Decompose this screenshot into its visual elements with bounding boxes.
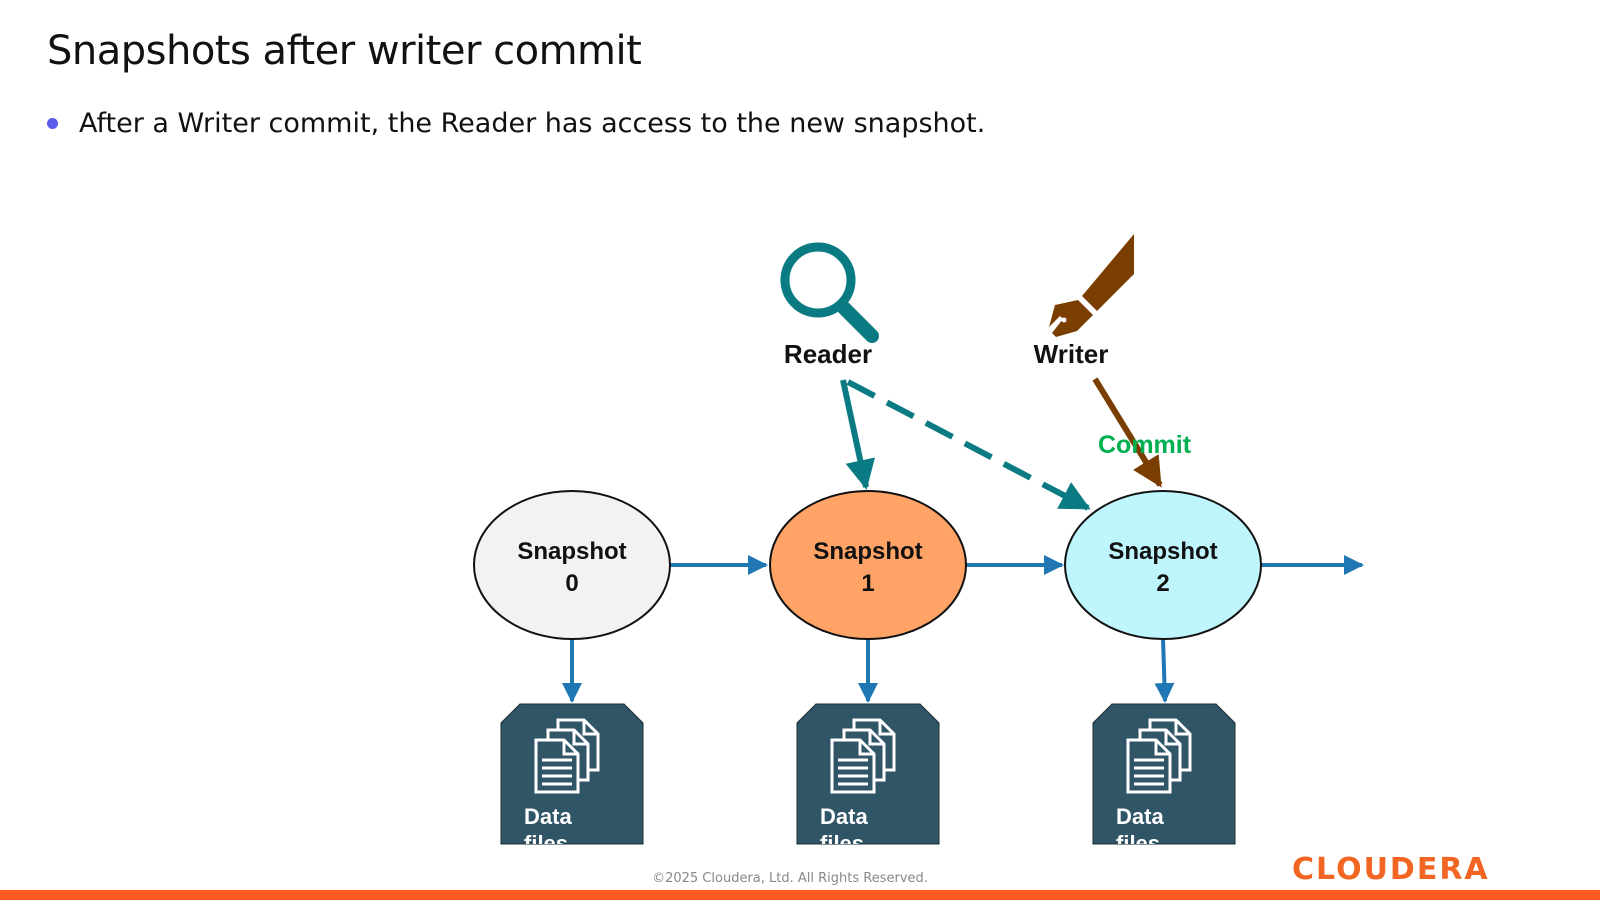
data-files-2-label-2: files — [1116, 831, 1160, 856]
snapshot-2-number: 2 — [1156, 570, 1169, 597]
writer-commit-arrow — [1092, 377, 1163, 488]
snapshot-1: Snapshot 1 — [769, 490, 967, 640]
data-files-2-label: Data — [1116, 804, 1164, 829]
magnifier-icon — [780, 242, 879, 343]
accent-bar — [0, 890, 1600, 900]
commit-label: Commit — [1098, 431, 1192, 459]
data-files-1: Data — [796, 703, 940, 845]
slide-title: Snapshots after writer commit — [47, 28, 642, 74]
bullet-text: After a Writer commit, the Reader has ac… — [79, 108, 986, 139]
data-files-0-label: Data — [524, 804, 572, 829]
snapshot-0-number: 0 — [565, 570, 578, 597]
fountain-pen-icon — [1049, 234, 1134, 337]
data-files-2: Data — [1092, 703, 1236, 845]
snapshot-2: Snapshot 2 — [1064, 490, 1262, 640]
data-files-0: Data — [500, 703, 644, 845]
data-files-1-label-2: files — [820, 831, 864, 856]
data-files-0-label-2: files — [524, 831, 568, 856]
reader-arrow-snapshot-1 — [840, 379, 875, 490]
snapshot-0: Snapshot 0 — [473, 490, 671, 640]
copyright-footer: ©2025 Cloudera, Ltd. All Rights Reserved… — [652, 871, 928, 886]
reader-label: Reader — [784, 339, 872, 369]
bullet-dot-icon — [47, 118, 58, 129]
snapshot-1-label: Snapshot — [813, 538, 922, 565]
snapshot-2-label: Snapshot — [1108, 538, 1217, 565]
snapshot-0-label: Snapshot — [517, 538, 626, 565]
files-arrow-2 — [1154, 637, 1175, 703]
snapshot-1-number: 1 — [861, 570, 874, 597]
bullet-item: After a Writer commit, the Reader has ac… — [47, 108, 985, 139]
reader-dashed-arrow-snapshot-2 — [846, 379, 1091, 511]
cloudera-logo: CLOUDERA — [1292, 852, 1490, 887]
data-files-1-label: Data — [820, 804, 868, 829]
writer-label: Writer — [1034, 339, 1109, 369]
